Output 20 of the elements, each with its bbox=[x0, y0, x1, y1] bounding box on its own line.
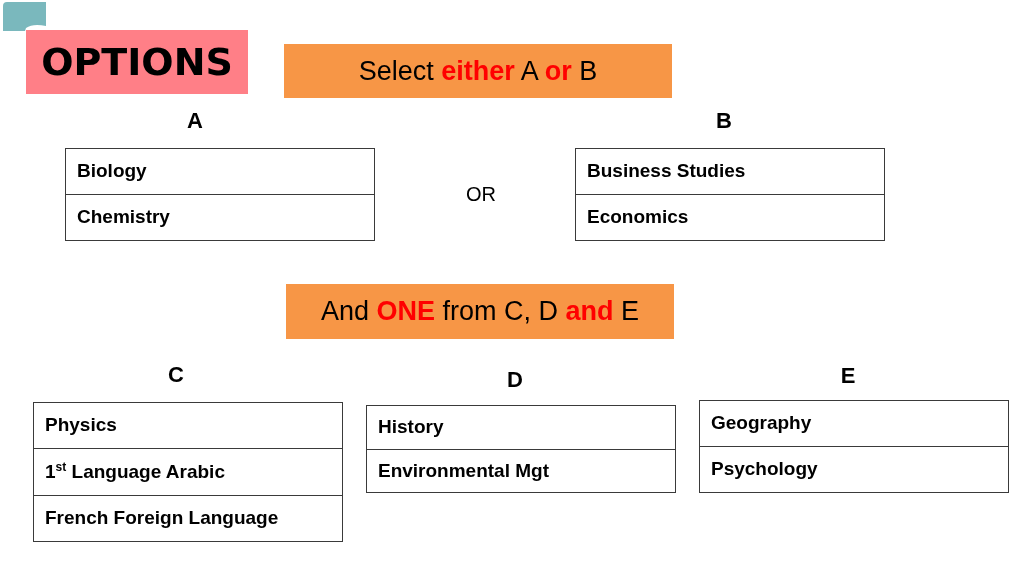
separator-label: OR bbox=[466, 182, 496, 206]
column-heading: B bbox=[716, 108, 732, 134]
title-banner: OPTIONS bbox=[26, 30, 248, 94]
column-heading: C bbox=[168, 362, 184, 388]
subject-cell: Environmental Mgt bbox=[366, 449, 676, 493]
instruction-banner: And ONE from C, D and E bbox=[286, 284, 674, 339]
subject-cell: Economics bbox=[575, 194, 885, 241]
instruction-banner: Select either A or B bbox=[284, 44, 672, 98]
column-heading: A bbox=[187, 108, 203, 134]
subject-cell: Psychology bbox=[699, 446, 1009, 493]
column-heading: E bbox=[840, 363, 856, 389]
subject-cell: Geography bbox=[699, 400, 1009, 447]
subject-cell: Physics bbox=[33, 402, 343, 449]
subject-cell: Business Studies bbox=[575, 148, 885, 195]
subject-cell: Biology bbox=[65, 148, 375, 195]
subject-cell: 1$^{st}$ Language Arabic bbox=[33, 448, 343, 496]
subject-cell: French Foreign Language bbox=[33, 495, 343, 542]
subject-cell: Chemistry bbox=[65, 194, 375, 241]
subject-cell: History bbox=[366, 405, 676, 450]
column-heading: D bbox=[507, 367, 523, 393]
